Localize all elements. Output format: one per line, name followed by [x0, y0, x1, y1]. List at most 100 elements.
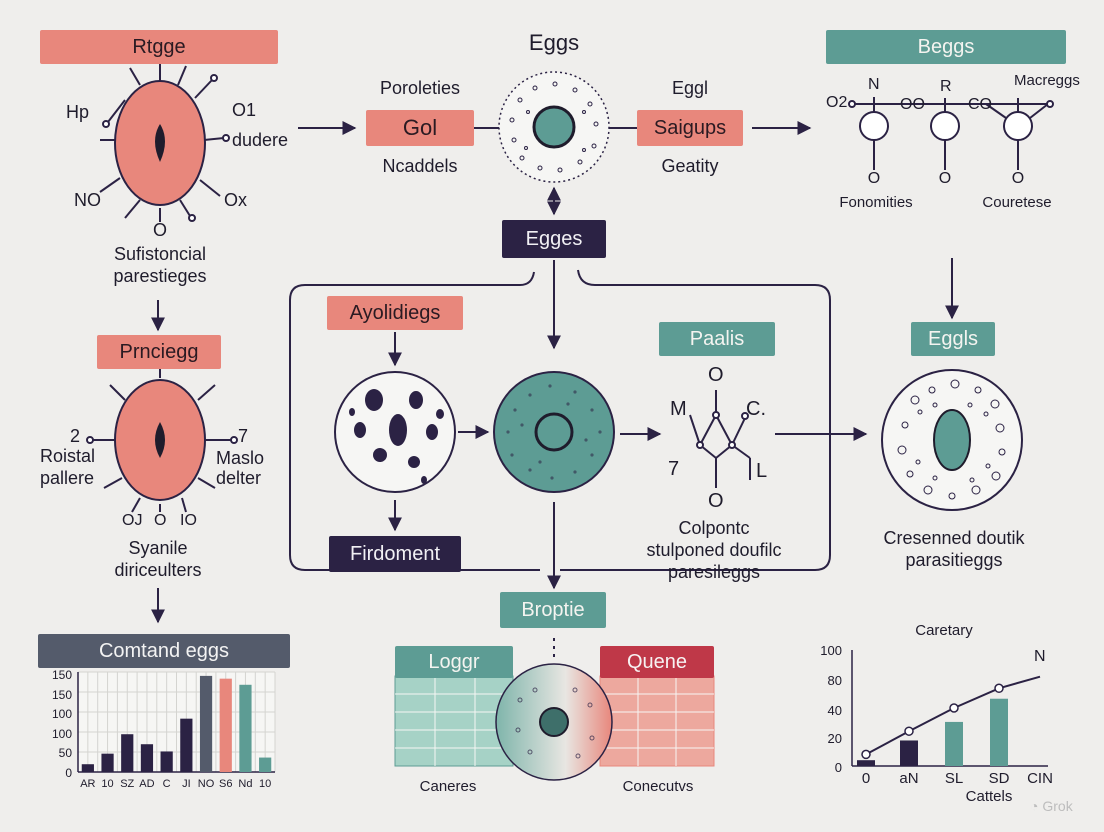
chart2-x-tick: SD [988, 770, 1010, 787]
text-ox: Ox [224, 190, 248, 210]
text-maslo: Maslo [216, 448, 265, 468]
chart1-x-tick: 10 [259, 778, 272, 790]
chart2-y-tick: 0 [834, 760, 842, 775]
dotted-egg-top [498, 71, 610, 183]
teal-cell [493, 371, 615, 493]
text-mol-o2: O2 [826, 94, 848, 111]
chart2-bar [857, 760, 875, 766]
text-roistal: Roistal [40, 446, 96, 466]
label-quene: Quene [600, 646, 714, 678]
text-mol2-c: C. [746, 398, 766, 420]
chart1-y-tick: 50 [58, 746, 72, 760]
chart1-x-tick: 10 [101, 778, 114, 790]
label-paalis: Paalis [659, 322, 775, 356]
chart2-x-tick: CIN [1027, 770, 1053, 787]
text-o-small: O [154, 512, 167, 529]
spiky-cell-top [99, 56, 230, 222]
chart1-bar [160, 751, 173, 772]
text-mol-oo: OO [900, 96, 925, 113]
chart1-y-tick: 100 [51, 707, 72, 721]
chart1-y-tick: 150 [51, 668, 72, 682]
text-delter: delter [216, 468, 262, 488]
text-couretese: Couretese [982, 194, 1052, 211]
frame-connector-left [318, 271, 535, 286]
chart1-x-tick: AR [80, 778, 96, 790]
label-firdoment: Firdoment [329, 536, 461, 572]
chart1-bar [81, 764, 94, 772]
label-loggr: Loggr [395, 646, 513, 678]
text-mol2-o-bottom: O [708, 490, 724, 512]
text-mol-o-mid: O [938, 170, 952, 187]
chart1-bar [140, 744, 154, 772]
text-geatity: Geatity [661, 156, 719, 176]
data-table-left [394, 675, 514, 767]
text-ncaddels: Ncaddels [382, 156, 458, 176]
label-broptie: Broptie [500, 592, 606, 628]
text-mol2-l: L [756, 460, 768, 482]
chart1-x-tick: S6 [219, 778, 233, 790]
chart1-bar [219, 678, 232, 772]
text-diriceulters: diriceulters [114, 560, 202, 580]
chart1-x-tick: C [162, 778, 171, 790]
data-table-right [599, 675, 715, 767]
text-caneres: Caneres [419, 778, 477, 795]
text-parestieges: parestieges [113, 266, 207, 286]
spiky-cell-middle [86, 365, 238, 513]
text-hp: Hp [66, 102, 90, 122]
chart2-x-tick: aN [899, 770, 919, 787]
chart1-x-tick: SZ [120, 778, 135, 790]
text-mol2-m: M [670, 398, 687, 420]
chart1-y-tick: 100 [51, 726, 72, 741]
chart2-y-tick: 100 [820, 643, 842, 658]
bubbled-egg [881, 369, 1023, 511]
chart2-y-tick: 20 [827, 731, 842, 746]
chart1-x-tick: AD [139, 778, 155, 790]
text-mol-n: N [868, 76, 880, 93]
chart1-bar [239, 684, 252, 772]
text-mol-r: R [940, 78, 952, 95]
text-io: IO [180, 512, 197, 529]
text-mol2-7: 7 [668, 458, 680, 480]
chart2-line-point [949, 703, 959, 713]
text-o1: O1 [232, 100, 257, 120]
text-mol-o-right: O [1011, 170, 1025, 187]
label-prnciegg: Prnciegg [97, 335, 221, 369]
text-o-top: O [152, 220, 168, 240]
molecule-top-right [848, 97, 1054, 170]
text-mol2-o-top: O [708, 364, 724, 386]
text-stulponed-doufilc: stulponed doufilc [646, 540, 782, 560]
label-eggls: Eggls [911, 322, 995, 356]
label-ayolidiegs: Ayolidiegs [327, 296, 463, 330]
text-num-2: 2 [70, 426, 81, 446]
text-paresileggs: paresileggs [667, 562, 761, 582]
text-syanile: Syanile [128, 538, 188, 558]
bar-line-chart-caretary [851, 650, 1048, 767]
text-no: NO [74, 190, 101, 210]
label-comtand-eggs: Comtand eggs [38, 634, 290, 668]
chart1-bar [180, 718, 193, 772]
text-dudere: dudere [232, 130, 289, 150]
chart2-line-label: N [1034, 648, 1046, 665]
chart1-bar [101, 753, 114, 772]
chart2-title: Caretary [915, 622, 973, 639]
bottom-dotted-egg [495, 663, 613, 781]
chart2-x-label: Cattels [965, 788, 1013, 805]
text-poroleties: Poroleties [379, 78, 461, 98]
chart2-x-tick: 0 [861, 770, 871, 787]
spotted-circle [334, 371, 456, 493]
watermark-text: Grok [1042, 798, 1073, 814]
chart1-y-tick: 150 [51, 687, 72, 702]
text-fonomities: Fonomities [839, 194, 913, 211]
watermark-grok: ◔ Grok [1030, 798, 1073, 814]
molecule-middle [689, 390, 751, 488]
chart1-x-tick: JI [182, 778, 191, 790]
chart1-x-tick: Nd [238, 778, 253, 790]
chart2-bar [990, 698, 1008, 766]
text-parasitieggs: parasitieggs [905, 550, 1003, 570]
chart1-bar [121, 734, 134, 772]
text-conecutvs: Conecutvs [622, 778, 694, 795]
text-oj: OJ [122, 512, 143, 529]
chart1-bar [199, 675, 213, 772]
chart2-x-tick: SL [944, 770, 964, 787]
